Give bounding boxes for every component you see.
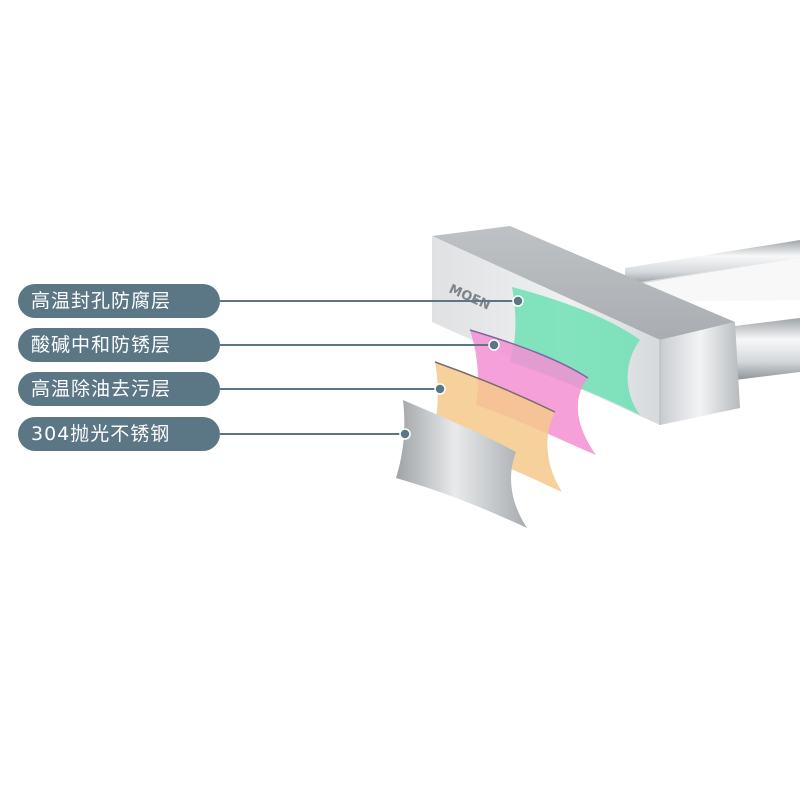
layer-degreasing-cleaning	[432, 362, 562, 492]
layer-label-neutralizing: 酸碱中和防锈层	[18, 328, 220, 362]
layer-label-degreasing: 高温除油去污层	[18, 372, 220, 406]
layer-label-stainless-steel: 304抛光不锈钢	[18, 417, 220, 451]
layer-sealing-anticorrosion	[510, 287, 640, 415]
connector-dots	[399, 295, 524, 440]
towel-rail-bottom	[735, 318, 800, 380]
layer-label-sealing: 高温封孔防腐层	[18, 284, 220, 318]
layer-acid-alkali-neutralizing	[470, 330, 596, 455]
connector-lines	[220, 300, 518, 435]
layer-polished-stainless-steel	[396, 400, 527, 528]
towel-rail-top	[625, 240, 800, 302]
